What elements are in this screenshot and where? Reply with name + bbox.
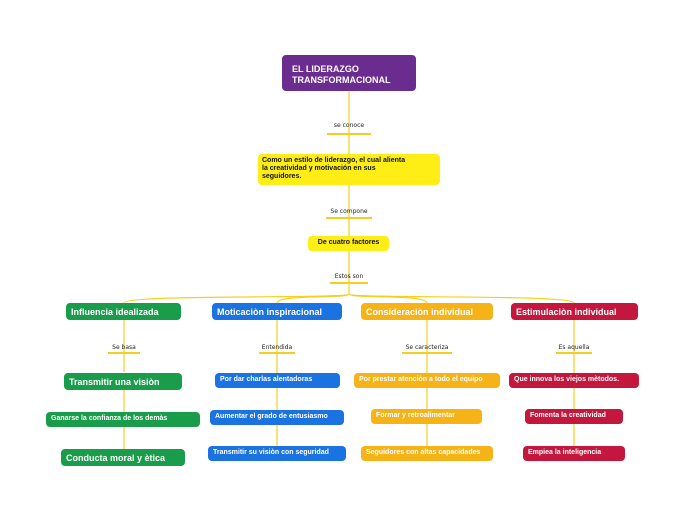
item-conducta-moral[interactable]: Conducta moral y ètica [61, 449, 185, 466]
item-altas-capacidades[interactable]: Seguidores con altas capacidades [361, 446, 493, 461]
definition-node[interactable]: Como un estilo de liderazgo, el cual ali… [258, 154, 440, 185]
link-label-estos-son: Estos son [334, 273, 364, 280]
link-underline [326, 217, 372, 219]
item-formar-retroalimentar[interactable]: Formar y retroalimentar [371, 409, 482, 424]
branch-consideracion-individual[interactable]: Consideraciòn individual [361, 303, 493, 320]
item-aumentar-entusiasmo[interactable]: Aumentar el grado de entusiasmo [210, 410, 344, 425]
item-fomenta-creatividad[interactable]: Fomenta la creatividad [525, 409, 623, 424]
root-title-line2: TRANSFORMACIONAL [292, 75, 391, 86]
item-transmitir-seguridad[interactable]: Transmitir su visiòn con seguridad [208, 446, 346, 461]
definition-line2: la creatividad y motivación en sus [262, 165, 376, 173]
item-innova-metodos[interactable]: Que innova los viejos mètodos. [509, 373, 639, 388]
link-label-se-compone: Se compone [330, 208, 368, 215]
link-underline [556, 352, 592, 354]
link-label-es-aquella: Es aquella [558, 344, 590, 351]
branch-influencia-idealizada[interactable]: Influencia idealizada [66, 303, 181, 320]
item-prestar-atencion[interactable]: Por prestar atenciòn a todo el equipo [354, 373, 500, 388]
link-label-se-conoce: se conoce [333, 122, 365, 129]
factors-node[interactable]: De cuatro factores [308, 236, 389, 251]
link-underline [402, 352, 452, 354]
branch-estimulacion-individual[interactable]: Estimulaciòn individual [511, 303, 638, 320]
link-underline [327, 133, 371, 135]
item-ganarse-confianza[interactable]: Ganarse la confianza de los demàs [46, 412, 200, 427]
link-underline [259, 352, 295, 354]
link-label-se-basa: Se basa [112, 344, 136, 351]
link-label-entendida: Entendida [261, 344, 293, 351]
link-underline [108, 352, 140, 354]
item-empiea-inteligencia[interactable]: Empiea la inteligencia [523, 446, 625, 461]
root-title-line1: EL LIDERAZGO [292, 64, 359, 74]
link-label-se-caracteriza: Se caracteriza [405, 344, 449, 351]
definition-line1: Como un estilo de liderazgo, el cual ali… [262, 157, 406, 164]
root-node[interactable]: EL LIDERAZGO TRANSFORMACIONAL [282, 55, 416, 91]
item-charlas-alentadoras[interactable]: Por dar charlas alentadoras [215, 373, 340, 388]
item-transmitir-vision[interactable]: Transmitir una visiòn [64, 373, 182, 390]
branch-motivacion-inspiracional[interactable]: Moticaciòn inspiracional [212, 303, 342, 320]
definition-line3: seguidores. [262, 173, 302, 181]
link-underline [330, 282, 368, 284]
